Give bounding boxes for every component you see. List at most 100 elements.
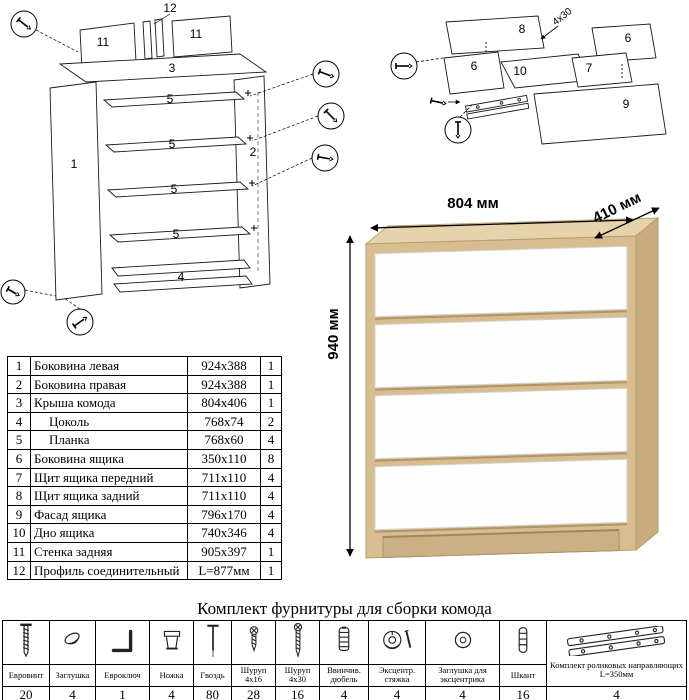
nail-icon <box>193 620 232 665</box>
connect-profile-shape <box>142 20 153 60</box>
part-label-7: 7 <box>586 61 593 75</box>
parts-cell-qty: 1 <box>260 374 282 395</box>
drawer-front-4 <box>374 458 628 531</box>
fastener-callout-circle <box>390 52 418 80</box>
part-label-6: 6 <box>625 31 632 45</box>
hardware-item-name: Комплект роликовых направляющих L=350мм <box>550 659 683 679</box>
connect-profile-shape <box>154 18 165 58</box>
hardware-item-name: Евровинт <box>2 664 50 687</box>
part-label-5: 5 <box>167 92 174 106</box>
drawer-exploded-diagram: 8 4x30 6 6 10 7 9 <box>390 6 667 145</box>
back-wall-right-shape <box>171 15 233 58</box>
parts-cell-num: 6 <box>7 448 31 469</box>
parts-cell-name: Стенка задняя <box>30 541 188 562</box>
roller-guides-icon: Комплект роликовых направляющих L=350мм <box>546 620 687 687</box>
leg-icon <box>149 620 194 665</box>
shkant-icon <box>499 620 547 665</box>
parts-cell-num: 10 <box>7 523 31 543</box>
parts-cell-name: Крыша комода <box>30 393 188 413</box>
drawer-front-3 <box>374 387 628 460</box>
drawer-front-2 <box>374 316 628 389</box>
parts-cell-size: 768x60 <box>187 430 261 450</box>
hardware-item-qty: 4 <box>319 685 369 700</box>
part-label-11: 11 <box>190 27 203 41</box>
depth-dim-arrow <box>594 207 660 239</box>
parts-cell-num: 12 <box>7 560 31 581</box>
parts-cell-qty: 1 <box>260 560 282 581</box>
plinth-shape <box>111 259 251 277</box>
hardware-item-name: Гвоздь <box>193 664 232 687</box>
parts-cell-name: Щит ящика задний <box>30 486 188 506</box>
slat-shape <box>104 136 248 153</box>
screw-size-label: 4x30 <box>551 6 575 28</box>
top-panel-shape <box>58 53 268 83</box>
drawer-side-panel-shape <box>443 51 505 95</box>
cam-icon <box>368 620 426 665</box>
fastener-callout-circle <box>10 10 38 38</box>
parts-cell-qty: 1 <box>260 356 282 376</box>
parts-cell-qty: 4 <box>260 504 282 525</box>
width-dim-label: 804 мм <box>447 195 498 212</box>
parts-cell-size: 740x346 <box>187 523 261 543</box>
cam-cap-icon <box>425 620 500 665</box>
part-label-8: 8 <box>519 22 526 36</box>
hardware-item-qty: 20 <box>2 685 50 700</box>
parts-cell-size: 711x110 <box>187 467 261 488</box>
hardware-item-qty: 4 <box>368 685 426 700</box>
parts-cell-qty: 4 <box>260 486 282 506</box>
height-dim-label: 940 мм <box>325 308 342 359</box>
part-label-5: 5 <box>169 137 176 151</box>
left-side-panel-shape <box>49 81 103 301</box>
hardware-item-qty: 16 <box>275 685 320 700</box>
parts-cell-name: Фасад ящика <box>30 504 188 525</box>
part-label-12: 12 <box>163 1 177 15</box>
parts-cell-num: 5 <box>7 430 31 450</box>
part-label-5: 5 <box>171 182 178 196</box>
parts-cell-size: 905x397 <box>187 541 261 562</box>
parts-cell-name: Цоколь <box>30 411 188 432</box>
screw-icon <box>5 16 338 329</box>
euro-screw-icon <box>2 620 50 665</box>
hardware-item-name: Шуруп 4x16 <box>231 664 276 687</box>
part-label-6: 6 <box>471 59 478 73</box>
parts-cell-name: Боковина правая <box>30 374 188 395</box>
hardware-item-name: Ножка <box>149 664 194 687</box>
hardware-item-name: Шуруп 4x30 <box>275 664 320 687</box>
parts-cell-size: 350x110 <box>187 448 261 469</box>
parts-cell-size: L=877мм <box>187 560 261 581</box>
parts-cell-qty: 1 <box>260 541 282 562</box>
parts-cell-qty: 8 <box>260 448 282 469</box>
hardware-item-name: Шкант <box>499 664 547 687</box>
parts-cell-size: 924x388 <box>187 356 261 376</box>
hardware-item-qty: 4 <box>149 685 194 700</box>
parts-cell-num: 4 <box>7 411 31 432</box>
hardware-kit-title: Комплект фурнитуры для сборки комода <box>197 599 492 618</box>
parts-cell-qty: 4 <box>260 430 282 450</box>
chest-right-face <box>635 216 659 552</box>
hardware-item-qty: 80 <box>193 685 232 700</box>
fastening-cross-marks <box>245 90 257 231</box>
parts-cell-num: 8 <box>7 486 31 506</box>
hardware-item-qty: 4 <box>546 685 687 700</box>
roller-guide-rail <box>464 94 530 120</box>
part-label-3: 3 <box>169 61 176 75</box>
parts-cell-name: Боковина ящика <box>30 448 188 469</box>
part-label-9: 9 <box>623 97 630 111</box>
screw-4x16-icon <box>231 620 276 665</box>
dowel-screw-icon <box>319 620 369 665</box>
hardware-item-qty: 1 <box>95 685 150 700</box>
parts-cell-size: 804x406 <box>187 393 261 413</box>
part-label-4: 4 <box>178 270 185 284</box>
parts-cell-num: 2 <box>7 374 31 395</box>
chest-render: 804 мм 410 мм 940 мм <box>325 189 660 559</box>
hardware-item-name: Ввинчив. дюбель <box>319 664 369 687</box>
hardware-item-qty: 4 <box>49 685 96 700</box>
hardware-icons-row: Комплект роликовых направляющих L=350мм <box>2 620 687 687</box>
hardware-item-name: Заглушка для эксцентрика <box>425 664 500 687</box>
